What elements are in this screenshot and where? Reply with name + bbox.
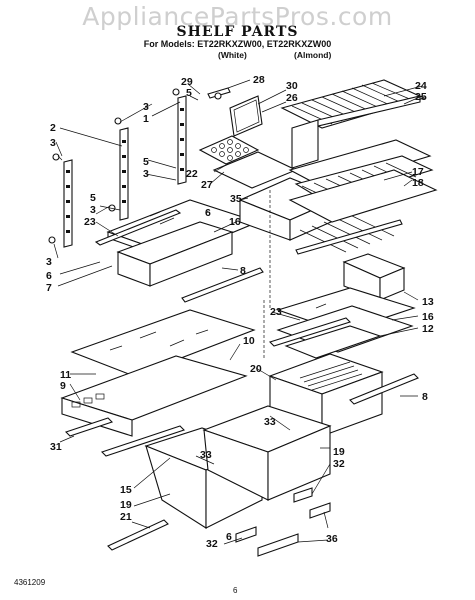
callout-33b: 33	[200, 449, 212, 461]
callout-6b: 6	[46, 270, 52, 282]
callout-8: 8	[240, 265, 246, 277]
callout-19: 19	[333, 446, 345, 458]
callout-23: 23	[84, 216, 96, 228]
callout-11: 11	[60, 369, 71, 381]
lower-pans	[107, 405, 332, 557]
callout-27: 27	[201, 179, 213, 191]
leader-lines	[53, 79, 423, 545]
callout-16b: 16	[422, 311, 434, 323]
callout-33: 33	[264, 416, 276, 428]
upper-right-wire-shelves	[280, 79, 438, 255]
callout-3e: 3	[46, 256, 52, 268]
callout-15: 15	[120, 484, 132, 496]
callout-1: 1	[143, 113, 149, 125]
callout-35: 35	[230, 193, 242, 205]
callout-number-layer: 29 5 28 30 26 24 25 3 1 2 3 5 22 27 3 35…	[46, 74, 434, 550]
callout-5c: 5	[90, 192, 96, 204]
callout-2: 2	[50, 122, 56, 134]
callout-28: 28	[253, 74, 265, 86]
model-list: For Models: ET22RKXZW00, ET22RKXZW00	[143, 39, 332, 49]
callout-13: 13	[422, 296, 434, 308]
callout-9: 9	[60, 380, 66, 392]
callout-18: 18	[412, 177, 424, 189]
callout-12: 12	[422, 323, 434, 335]
callout-3c: 3	[143, 168, 149, 180]
callout-6c: 6	[226, 531, 232, 543]
callout-19b: 19	[120, 499, 132, 511]
upper-left-glass-shelf	[94, 199, 264, 303]
left-ladder-rails	[48, 88, 187, 248]
page-number: 6	[233, 586, 238, 595]
callout-6: 6	[205, 207, 211, 219]
callout-8b: 8	[422, 391, 428, 403]
callout-22: 22	[186, 168, 198, 180]
callout-24: 24	[415, 80, 427, 92]
callout-32b: 32	[206, 538, 218, 550]
callout-23b: 23	[270, 306, 282, 318]
callout-5: 5	[186, 87, 192, 99]
callout-5b: 5	[143, 156, 149, 168]
callout-10: 10	[243, 335, 255, 347]
lower-left-glass-shelf	[60, 309, 256, 457]
callout-31: 31	[50, 441, 62, 453]
callout-26: 26	[286, 92, 298, 104]
callout-29: 29	[181, 76, 193, 88]
callout-30: 30	[286, 80, 298, 92]
page-title: SHELF PARTS	[176, 24, 299, 40]
callout-3d: 3	[90, 204, 96, 216]
callout-25: 25	[415, 91, 427, 103]
callout-32: 32	[333, 458, 345, 470]
watermark: AppliancePartsPros.com	[82, 2, 393, 31]
callout-3b: 3	[50, 137, 56, 149]
document-number: 4361209	[14, 578, 46, 587]
color-white-label: (White)	[218, 50, 247, 60]
callout-16: 16	[229, 216, 241, 228]
callout-3: 3	[143, 101, 149, 113]
callout-17: 17	[412, 166, 424, 178]
callout-20: 20	[250, 363, 262, 375]
callout-36: 36	[326, 533, 338, 545]
callout-21: 21	[120, 511, 132, 523]
callout-7: 7	[46, 282, 52, 294]
door-bar-parts	[207, 87, 263, 137]
color-almond-label: (Almond)	[294, 50, 332, 60]
